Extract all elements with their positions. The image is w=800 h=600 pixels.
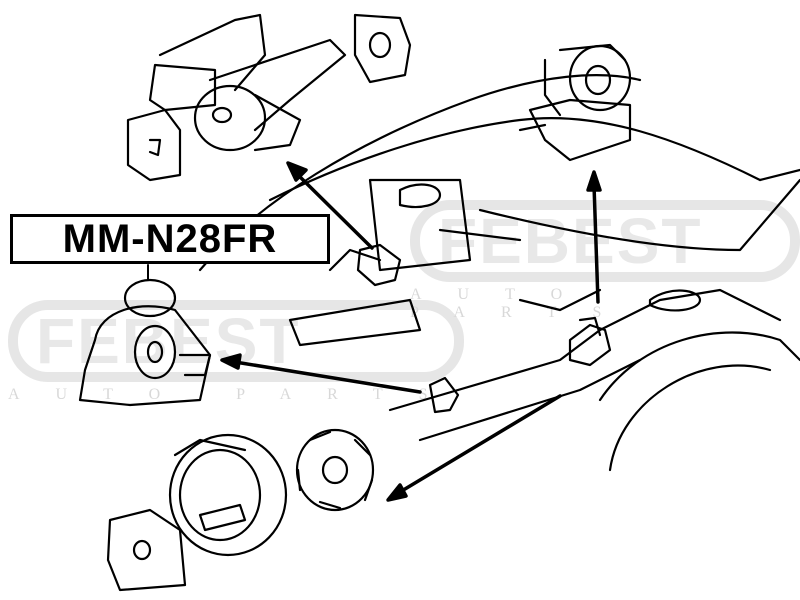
part-number-label: MM-N28FR [10,214,330,264]
featured-left-mount [78,264,212,407]
watermark-logo: FEBEST [8,300,464,382]
pointer-arrows [220,161,602,502]
watermark-subtitle: AUTO PARTS [8,386,464,403]
lower-mount [106,428,375,592]
engine-bay-parts [356,243,612,414]
watermark-1: FEBEST AUTO PARTS [8,300,464,404]
vehicle-body-outline [198,74,800,472]
watermark-logo: FEBEST [410,200,800,282]
upper-left-mount [126,13,412,182]
upper-right-mount [518,43,632,162]
